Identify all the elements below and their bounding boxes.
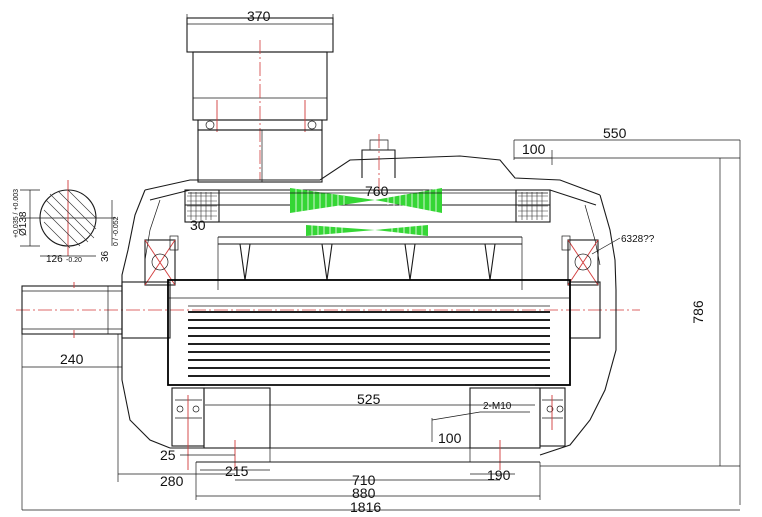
dim-710: 710 [352,472,376,488]
dim-786: 786 [690,300,706,324]
dim-30: 30 [190,217,206,233]
dim-880: 880 [352,485,376,501]
feet [171,387,566,470]
key-depth-tol: 0 / -0.052 [113,216,120,246]
dim-25: 25 [160,447,176,463]
dim-525: 525 [357,391,381,407]
key-width-label: 126 [46,254,63,265]
dim-100-top: 100 [522,141,546,157]
dimension-lines [21,14,741,511]
shaft-cross-section [20,180,116,257]
terminal-box [186,17,334,183]
dim-280: 280 [160,473,184,489]
stator-winding-right [515,189,551,223]
bearing-right [561,235,599,286]
key-depth-label: 36 [100,250,111,262]
dim-760: 760 [365,183,389,199]
dim-370: 370 [247,8,271,24]
bearing-ref: 6328?? [621,234,655,245]
shaft [21,281,601,339]
dim-1816: 1816 [350,499,381,515]
winding-field-green [290,188,442,236]
rotor-core [167,279,571,386]
dim-240: 240 [60,351,84,367]
dim-190: 190 [487,467,511,483]
dim-100-bolt: 100 [438,430,462,446]
dim-550: 550 [603,125,627,141]
bolt-note: 2-M10 [483,401,512,412]
shaft-diameter-label: Ø138 [18,211,29,236]
bearing-left [144,235,179,286]
shaft-diameter-tol: +0.035 / +0.003 [13,189,20,238]
key-width-tol: -0.20 [66,257,82,264]
dim-215: 215 [225,463,249,479]
